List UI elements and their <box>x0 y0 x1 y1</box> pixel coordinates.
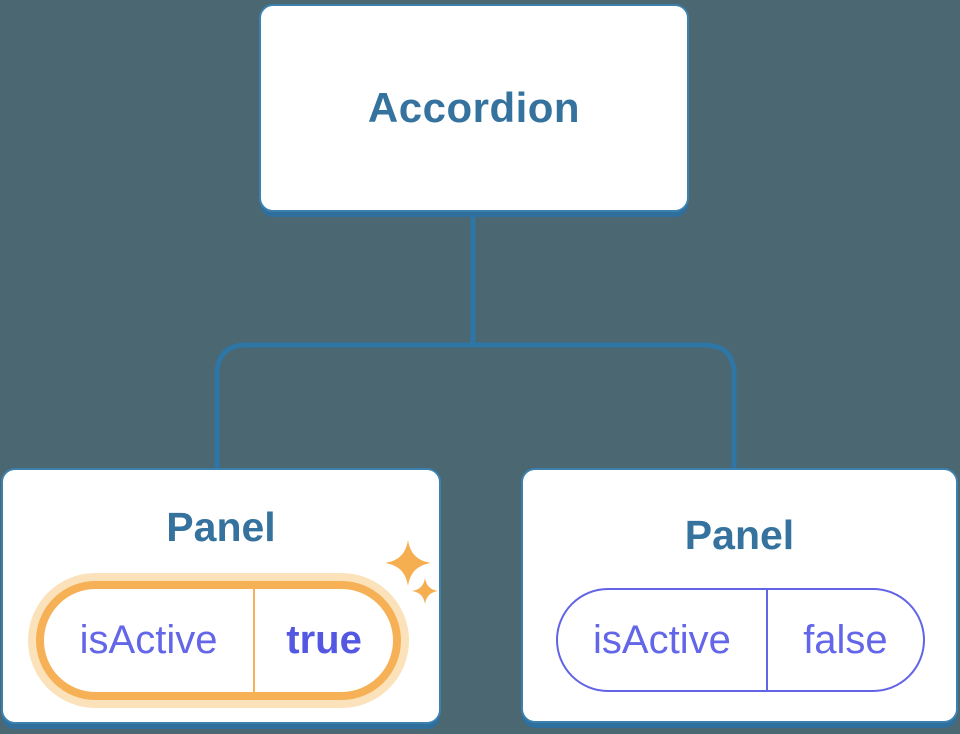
panel-title: Panel <box>166 504 276 550</box>
state-key-cell: isActive <box>44 589 256 692</box>
state-pill-ring: isActive true <box>36 581 401 700</box>
connector-bracket <box>214 342 737 470</box>
state-pill: isActive false <box>556 588 925 692</box>
state-value-cell: true <box>255 589 393 692</box>
panel-node-inactive: Panel isActive false <box>521 468 958 723</box>
panel-title: Panel <box>684 512 795 558</box>
state-value: true <box>286 618 362 662</box>
state-key: isActive <box>79 618 218 662</box>
accordion-node-label: Accordion <box>367 84 581 131</box>
accordion-node: Accordion <box>259 4 689 212</box>
sparkle-icon <box>412 578 438 604</box>
panel-node-active: Panel isActive true <box>1 468 441 724</box>
state-value: false <box>803 617 888 662</box>
state-key: isActive <box>593 617 731 662</box>
state-pill-highlighted: isActive true <box>28 573 409 708</box>
state-value-cell: false <box>768 590 923 690</box>
state-key-cell: isActive <box>558 590 768 690</box>
sparkle-icon <box>385 540 431 586</box>
